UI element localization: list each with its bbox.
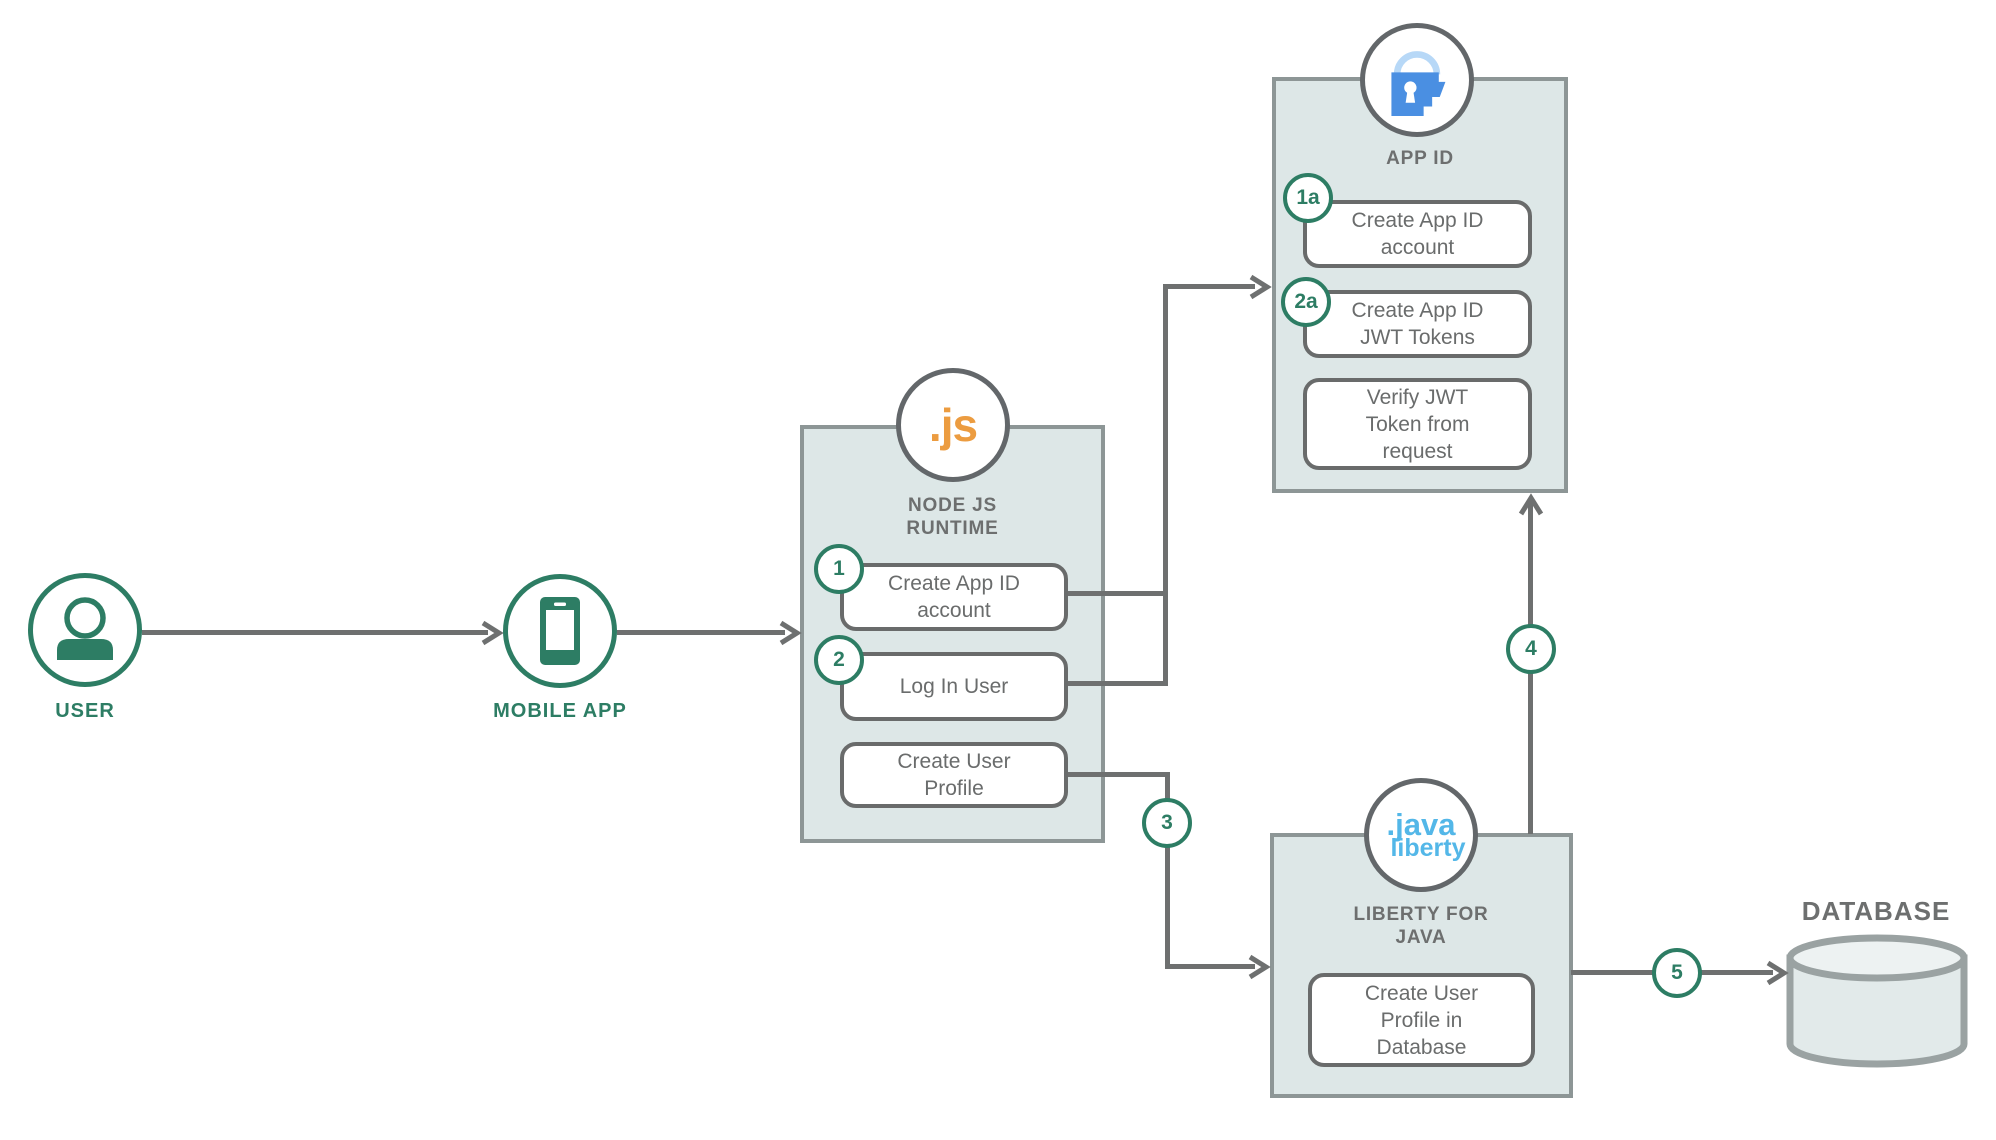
step-box-verify-jwt: Verify JWT Token from request — [1303, 378, 1532, 470]
mobile-app-node — [503, 574, 617, 688]
database-label: DATABASE — [1801, 896, 1951, 926]
arrowhead-icon — [1766, 960, 1789, 986]
connector-mobile-to-node — [617, 630, 785, 635]
user-icon — [57, 597, 113, 660]
liberty-java-text: .java — [1386, 807, 1456, 842]
nodejs-icon: .js — [928, 399, 978, 451]
flow-badge-4: 4 — [1506, 624, 1556, 674]
step-box-create-appid-account: Create App ID account — [840, 563, 1068, 631]
flow-badge-5: 5 — [1652, 948, 1702, 998]
mobile-app-label: MOBILE APP — [493, 700, 627, 722]
connector-into-appid — [1163, 284, 1255, 289]
connector-step3-h2 — [1165, 964, 1255, 969]
step-box-appid-jwt-tokens: Create App ID JWT Tokens — [1303, 290, 1532, 358]
flow-badge-3: 3 — [1142, 798, 1192, 848]
database-icon — [1786, 934, 1968, 1068]
arrowhead-icon — [1248, 954, 1271, 980]
badge-step-2: 2 — [814, 635, 864, 685]
badge-step-1: 1 — [814, 544, 864, 594]
connector-step3-vertical — [1165, 772, 1170, 969]
user-node — [28, 573, 142, 687]
liberty-java-icon: .java liberty — [1376, 807, 1466, 862]
liberty-icon-circle: .java liberty — [1364, 778, 1478, 892]
step-box-login-user: Log In User — [840, 652, 1068, 721]
liberty-title: LIBERTY FOR JAVA — [1353, 904, 1489, 948]
badge-step-1a: 1a — [1283, 173, 1333, 223]
appid-lock-icon — [1391, 51, 1446, 116]
step-box-appid-create-account: Create App ID account — [1303, 200, 1532, 268]
connector-user-to-mobile — [142, 630, 488, 635]
arrowhead-icon — [481, 620, 504, 646]
nodejs-title: NODE JS RUNTIME — [906, 495, 999, 539]
nodejs-icon-circle: .js — [896, 368, 1010, 482]
connector-step2 — [1066, 681, 1168, 686]
arrowhead-icon — [1518, 493, 1544, 516]
connector-step3-h1 — [1066, 772, 1170, 777]
user-label: USER — [55, 700, 115, 722]
arrowhead-icon — [779, 620, 802, 646]
liberty-liberty-text: liberty — [1390, 834, 1466, 862]
phone-icon — [540, 597, 580, 665]
connector-steps-vertical — [1163, 285, 1168, 686]
arrowhead-icon — [1249, 274, 1272, 300]
badge-step-2a: 2a — [1281, 277, 1331, 327]
step-box-create-user-profile: Create User Profile — [840, 742, 1068, 808]
appid-icon-circle — [1360, 23, 1474, 137]
connector-step1 — [1066, 591, 1168, 596]
appid-title: APP ID — [1386, 148, 1454, 169]
step-box-create-profile-db: Create User Profile in Database — [1308, 973, 1535, 1067]
